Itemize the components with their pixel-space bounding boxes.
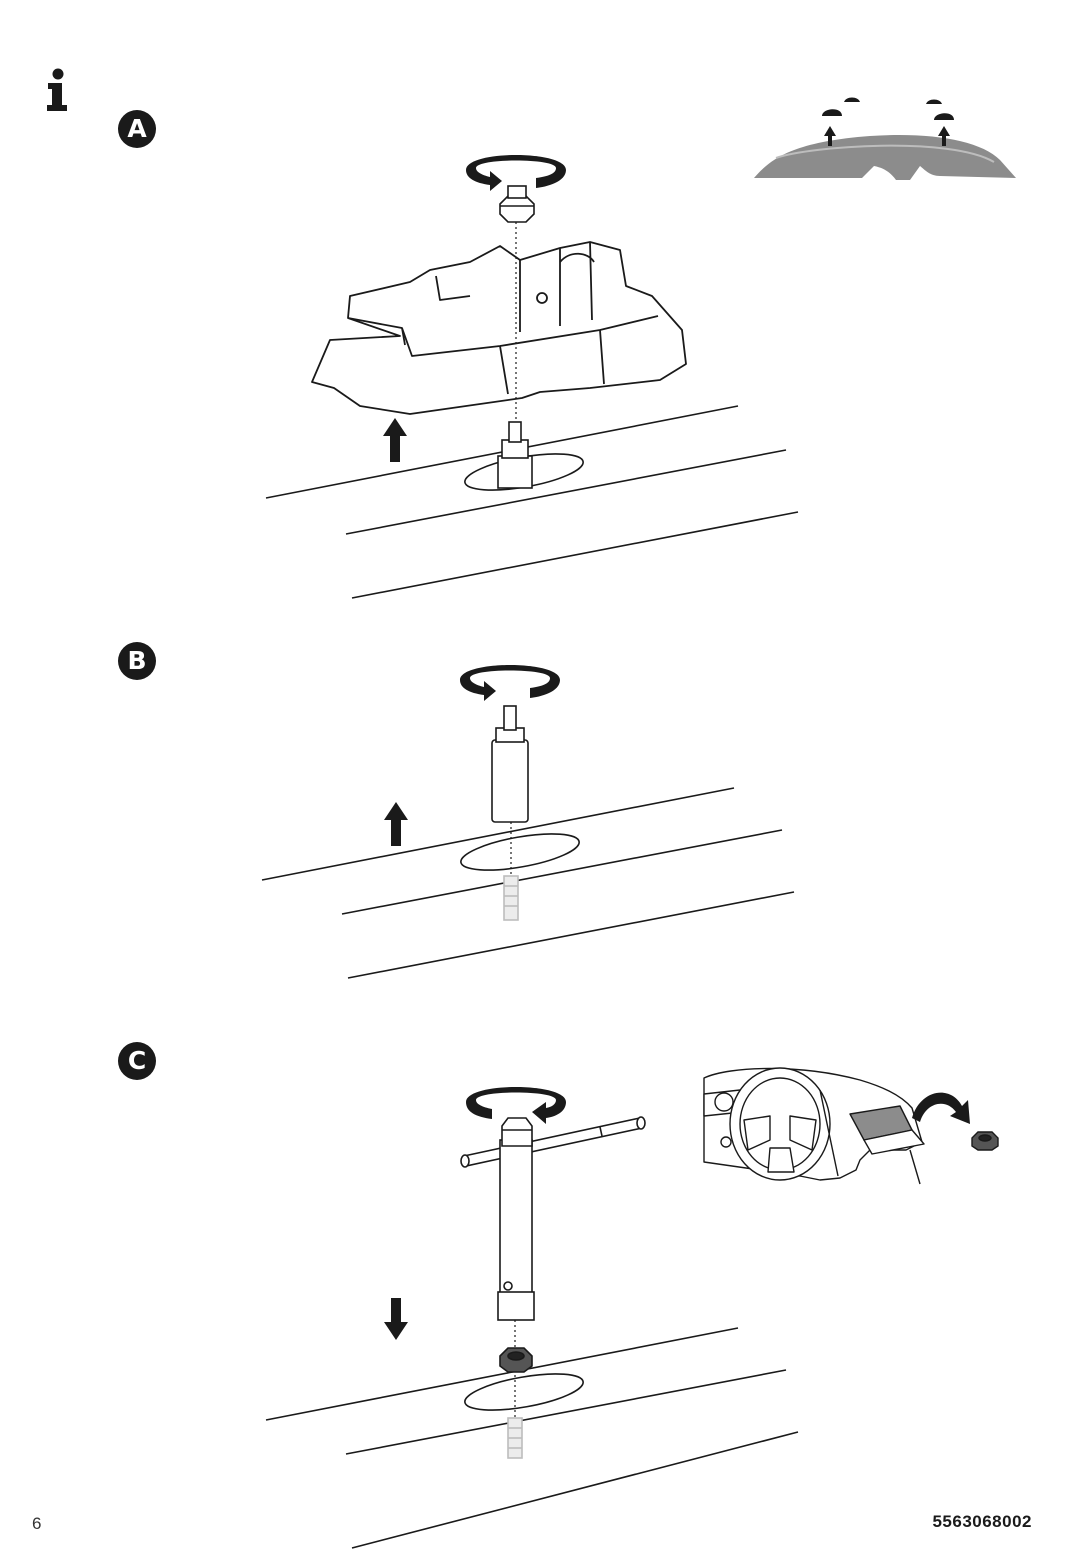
hidden-bolt (503, 875, 519, 921)
step-b-illustration (261, 665, 795, 979)
hex-nut-c (499, 1347, 533, 1373)
roof-lines-b (261, 787, 795, 979)
rotate-arrow-icon (466, 1087, 566, 1124)
t-wrench (460, 1116, 646, 1321)
hidden-bolt-c (507, 1417, 523, 1459)
mounting-stud (497, 421, 533, 489)
rotate-arrow-icon (460, 665, 560, 701)
step-badge-b: B (118, 642, 156, 680)
step-badge-a: A (118, 110, 156, 148)
rotate-arrow-icon (466, 155, 566, 191)
loose-nut-icon (971, 1131, 999, 1151)
up-arrow-icon (383, 418, 407, 462)
roof-lines-c (265, 1327, 799, 1549)
down-arrow-icon (384, 1298, 408, 1340)
step-badge-c: C (118, 1042, 156, 1080)
info-icon (47, 68, 67, 111)
roof-slot-c (464, 1373, 584, 1411)
rack-foot (311, 241, 687, 415)
curved-arrow-icon (912, 1092, 970, 1124)
dashboard-glovebox-inset (703, 1067, 925, 1185)
step-a-illustration (265, 97, 1016, 599)
up-arrow-icon (384, 802, 408, 846)
roof-side-view (754, 97, 1016, 180)
document-code: 5563068002 (932, 1512, 1032, 1531)
hex-nut (499, 185, 535, 223)
page-number: 6 (32, 1514, 42, 1533)
spacer-tube (491, 705, 529, 823)
roof-slot-b (460, 833, 580, 871)
